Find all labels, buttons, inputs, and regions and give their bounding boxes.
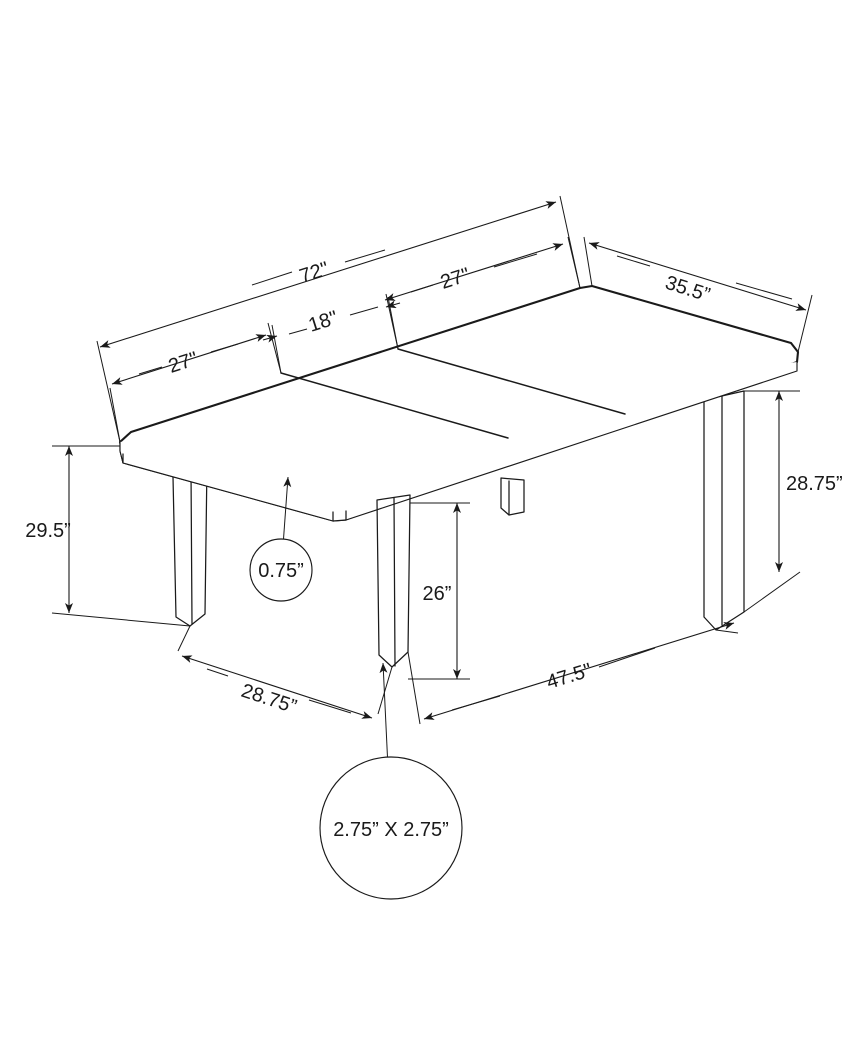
callout-0_75-thickness: 0.75”	[249, 476, 313, 602]
label-26: 26”	[423, 583, 452, 605]
right-front-leg	[703, 390, 745, 631]
label-35-5: 35.5”	[662, 272, 712, 307]
label-0-75: 0.75”	[258, 560, 304, 582]
label-28-75-bottom: 28.75”	[238, 680, 299, 718]
dimension-28_75-leg-depth: 28.75”	[177, 625, 393, 719]
top-seam-left	[280, 372, 509, 439]
front-center-leg	[376, 494, 411, 668]
label-72: 72"	[297, 258, 332, 288]
dimension-29_5-table-height: 29.5”	[25, 445, 191, 627]
callout-circle-leg-section	[319, 756, 463, 900]
front-left-leg	[172, 462, 208, 627]
top-seam-right	[397, 348, 626, 415]
label-27-right: 27"	[438, 264, 473, 294]
rear-center-leg	[500, 477, 525, 516]
label-28-75-right: 28.75”	[786, 473, 843, 495]
callout-leg-cross-section: 2.75” X 2.75”	[319, 662, 463, 900]
label-2-75-x-2-75: 2.75” X 2.75”	[333, 819, 449, 841]
label-29-5: 29.5”	[25, 520, 71, 542]
table-top	[118, 284, 800, 522]
label-47-5: 47.5"	[544, 659, 594, 693]
dimension-26-clearance: 26”	[408, 502, 470, 680]
callout-circle-thickness	[249, 538, 313, 602]
dimension-28_75-right-leg-height: 28.75”	[743, 390, 843, 613]
dimension-27-left-panel: 27"	[109, 322, 282, 443]
label-27-left: 27"	[166, 348, 201, 378]
label-18: 18"	[306, 307, 341, 337]
